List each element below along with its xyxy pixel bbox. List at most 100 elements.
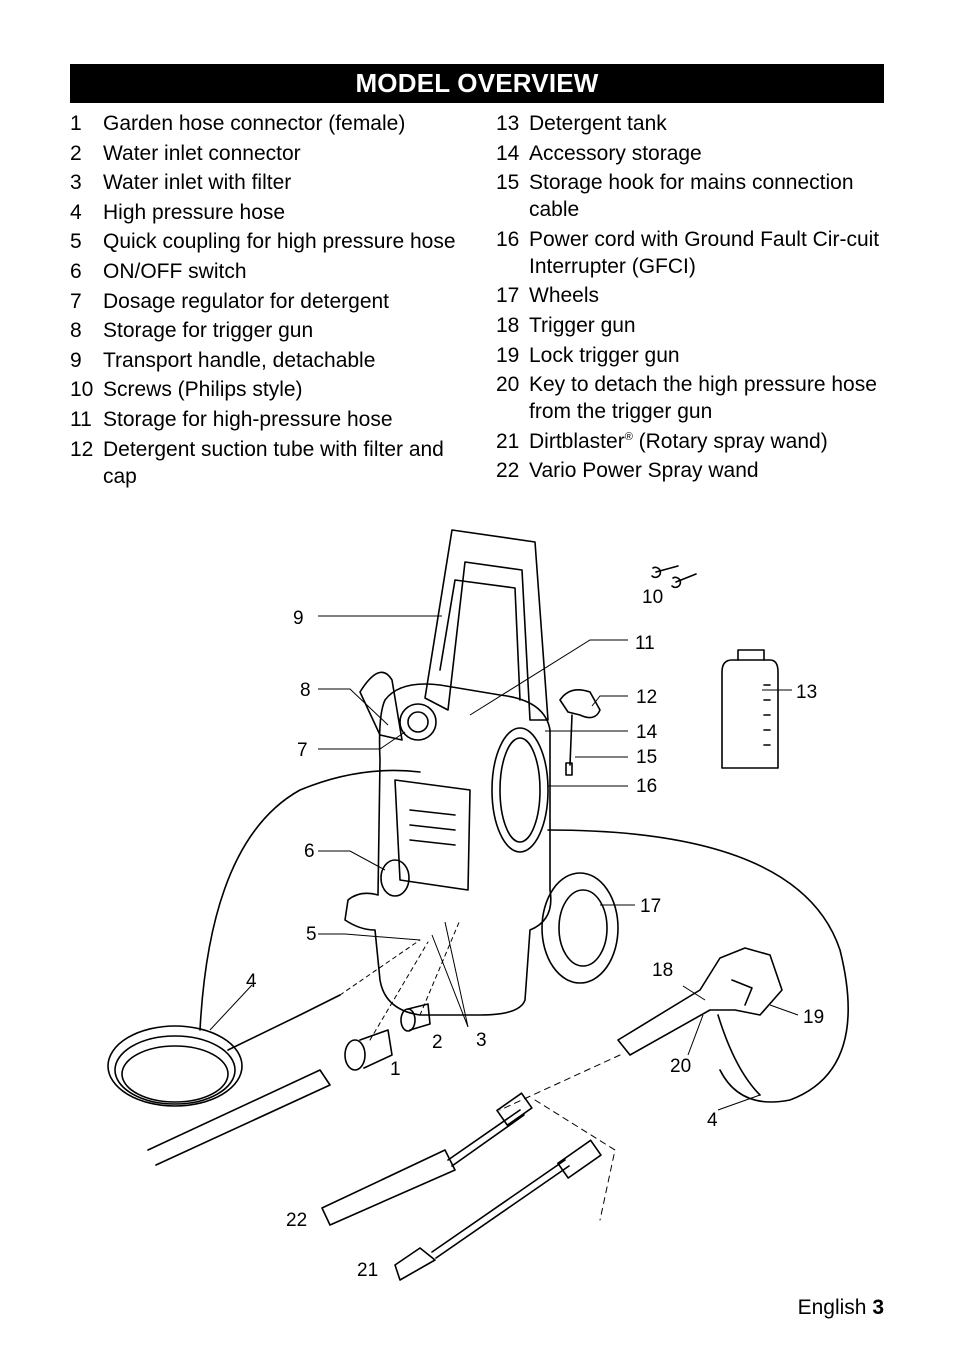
item-number: 3: [70, 171, 82, 195]
item-number: 13: [496, 112, 520, 135]
callout-11: 11: [635, 633, 655, 654]
callout-5: 5: [306, 924, 317, 945]
callout-7: 7: [297, 740, 308, 761]
callout-15: 15: [636, 747, 657, 768]
item-text-after: (Rotary spray wand): [632, 429, 828, 453]
screw-icon: [671, 573, 697, 589]
item-text: Garden hose connector (female): [103, 112, 406, 135]
callout-21: 21: [357, 1260, 378, 1281]
item-text: Quick coupling for high pressure hose: [103, 230, 456, 254]
item-text: Lock trigger gun: [529, 343, 680, 367]
item-number: 14: [496, 141, 520, 165]
callout-20: 20: [670, 1056, 691, 1077]
item-number: 1: [70, 112, 82, 135]
parts-list-right: 13 Detergent tank 14 Accessory storage 15 S…: [496, 110, 896, 487]
item-text: Power cord with Ground Fault Cir-cuit In…: [529, 227, 880, 278]
list-item: 20 Key to detach the high pressure hose f…: [496, 371, 896, 425]
item-text: Key to detach the high pressure hose fro…: [529, 373, 877, 424]
item-number: 18: [496, 313, 520, 337]
list-item: 12 Detergent suction tube with filter and…: [70, 436, 460, 490]
item-number: 2: [70, 141, 82, 165]
item-number: 19: [496, 343, 520, 367]
footer-language: English: [797, 1296, 867, 1319]
rotary-wand-icon: [394, 1247, 436, 1281]
screw-icon: [651, 565, 679, 579]
item-text: Water inlet connector: [103, 141, 301, 165]
item-text: Storage hook for mains connection cable: [529, 171, 854, 222]
list-item: 3 Water inlet with filter: [70, 169, 460, 196]
registered-mark: ®: [624, 430, 633, 443]
list-item: 9 Transport handle, detachable: [70, 347, 460, 374]
item-number: 20: [496, 373, 520, 397]
pressure-washer-diagram: 9 8 7 6 5 4 1 2 3 10 11 12 13 14 15 16 1…: [107, 529, 849, 1281]
list-item: 16 Power cord with Ground Fault Cir-cuit …: [496, 226, 896, 280]
item-text: Storage for high-pressure hose: [103, 407, 393, 431]
item-number: 9: [70, 348, 82, 372]
item-text: Accessory storage: [529, 141, 702, 165]
list-item: 14 Accessory storage: [496, 140, 896, 167]
vario-wand-icon: [321, 1149, 456, 1226]
trigger-gun-icon: [617, 947, 783, 1056]
list-item: 5 Quick coupling for high pressure hose: [70, 228, 460, 255]
callout-3: 3: [476, 1030, 487, 1051]
item-text: Detergent suction tube with filter and c…: [103, 437, 444, 488]
item-number: 12: [70, 437, 94, 461]
item-number: 11: [70, 407, 92, 431]
list-item: 2 Water inlet connector: [70, 140, 460, 167]
callout-6: 6: [304, 841, 315, 862]
list-item: 7 Dosage regulator for detergent: [70, 288, 460, 315]
machine-body-icon: [344, 683, 552, 1016]
item-number: 16: [496, 227, 520, 251]
callout-4b: 4: [707, 1110, 718, 1131]
list-item: 1 Garden hose connector (female): [70, 110, 460, 137]
callout-12: 12: [636, 687, 657, 708]
item-text: Dosage regulator for detergent: [103, 289, 390, 313]
list-item: 13 Detergent tank: [496, 110, 896, 137]
item-text: Dirtblaster® (Rotary spray wand): [529, 428, 896, 455]
callout-10: 10: [642, 587, 663, 608]
item-number: 5: [70, 230, 82, 254]
wheel-icon: [541, 872, 619, 984]
item-text: Trigger gun: [529, 313, 636, 337]
item-number: 15: [496, 171, 520, 195]
item-text: Detergent tank: [529, 112, 667, 135]
list-item: 11 Storage for high-pressure hose: [70, 406, 460, 433]
item-number: 10: [70, 378, 94, 402]
hose-coil-icon: [107, 1025, 243, 1107]
callout-17: 17: [640, 896, 661, 917]
page-number: 3: [872, 1296, 884, 1319]
list-item: 18 Trigger gun: [496, 312, 896, 339]
list-item: 19 Lock trigger gun: [496, 342, 896, 369]
detergent-tank-icon: [721, 659, 779, 769]
item-text: Storage for trigger gun: [103, 319, 314, 343]
item-text: High pressure hose: [103, 200, 286, 224]
item-number: 22: [496, 459, 520, 483]
item-number: 17: [496, 284, 520, 308]
item-number: 6: [70, 259, 82, 283]
item-text: Water inlet with filter: [103, 171, 292, 195]
callout-16: 16: [636, 776, 657, 797]
list-item: 15 Storage hook for mains connection cabl…: [496, 169, 896, 223]
page-footer: English 3: [798, 1296, 884, 1320]
item-number: 8: [70, 319, 82, 343]
section-title-bar: MODEL OVERVIEW: [70, 64, 884, 103]
callout-18: 18: [652, 960, 673, 981]
item-number: 7: [70, 289, 82, 313]
callout-13: 13: [796, 682, 817, 703]
callout-14: 14: [636, 722, 658, 743]
callout-22: 22: [286, 1210, 307, 1231]
callout-2: 2: [432, 1032, 443, 1053]
item-number: 4: [70, 200, 82, 224]
callout-19: 19: [803, 1007, 824, 1028]
list-item: 4 High pressure hose: [70, 199, 460, 226]
callout-9: 9: [293, 608, 304, 629]
callout-8: 8: [300, 680, 311, 701]
item-text: Transport handle, detachable: [103, 348, 376, 372]
item-text-main: Dirtblaster: [529, 429, 625, 453]
